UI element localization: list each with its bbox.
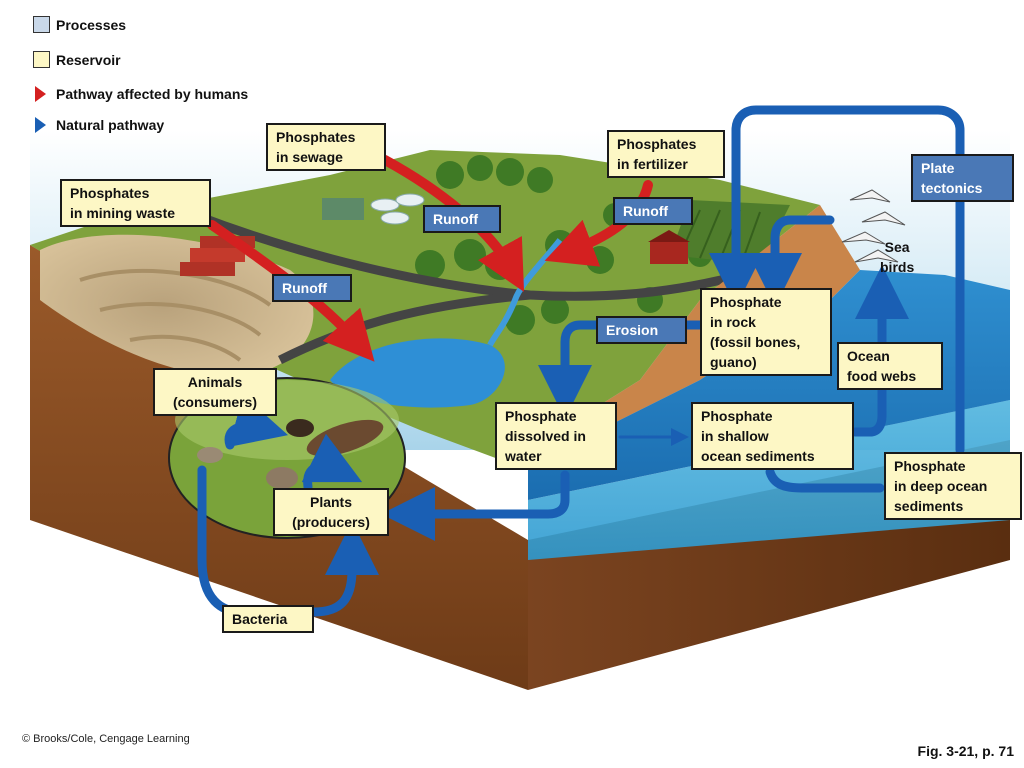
road [277, 290, 531, 365]
mining-buildings [180, 236, 255, 276]
reservoir-phosphate-in-deep-ocean-sediments: Phosphate in deep ocean sediments [884, 452, 1022, 520]
processes-swatch [33, 16, 50, 33]
process-runoff-fertilizer: Runoff [613, 197, 693, 225]
natural-pathway-arrows [197, 105, 965, 617]
legend-human-pathway: Pathway affected by humans [33, 86, 248, 102]
process-runoff-sewage: Runoff [423, 205, 501, 233]
legend-processes-label: Processes [56, 16, 127, 33]
reservoir-phosphates-in-sewage: Phosphates in sewage [266, 123, 386, 171]
blue-arrow-icon [35, 117, 46, 133]
figure-reference: Fig. 3-21, p. 71 [917, 743, 1014, 759]
reservoir-animals: Animals (consumers) [153, 368, 277, 416]
red-arrow-icon [35, 86, 46, 102]
reservoir-ocean-food-webs: Ocean food webs [837, 342, 943, 390]
rabbit-illustration [197, 447, 298, 489]
reservoir-phosphates-in-mining-waste: Phosphates in mining waste [60, 179, 211, 227]
legend-natural-pathway: Natural pathway [33, 117, 164, 133]
reservoir-phosphate-dissolved-in-water: Phosphate dissolved in water [495, 402, 617, 470]
legend-natural-pathway-label: Natural pathway [56, 117, 165, 133]
sewage-treatment-plant [322, 193, 425, 225]
legend-human-pathway-label: Pathway affected by humans [56, 86, 249, 102]
sea-birds-illustration [841, 189, 906, 263]
copyright-credit: © Brooks/Cole, Cengage Learning [22, 733, 190, 745]
reservoir-plants: Plants (producers) [273, 488, 389, 536]
process-runoff-mining: Runoff [272, 274, 352, 302]
legend-reservoir: Reservoir [33, 51, 121, 68]
reservoir-phosphate-in-shallow-ocean-sediments: Phosphate in shallow ocean sediments [691, 402, 854, 470]
legend-processes: Processes [33, 16, 126, 33]
reservoir-phosphates-in-fertilizer: Phosphates in fertilizer [607, 130, 725, 178]
farm-barn [648, 230, 690, 264]
reservoir-swatch [33, 51, 50, 68]
process-bacteria: Bacteria [222, 605, 314, 633]
reservoir-phosphate-in-rock: Phosphate in rock (fossil bones, guano) [700, 288, 832, 376]
river [487, 238, 563, 347]
legend-reservoir-label: Reservoir [56, 51, 121, 68]
process-erosion: Erosion [596, 316, 687, 344]
sea-birds-label: Sea birds [880, 239, 915, 275]
process-plate-tectonics: Plate tectonics [911, 154, 1014, 202]
ocean [528, 270, 1010, 500]
